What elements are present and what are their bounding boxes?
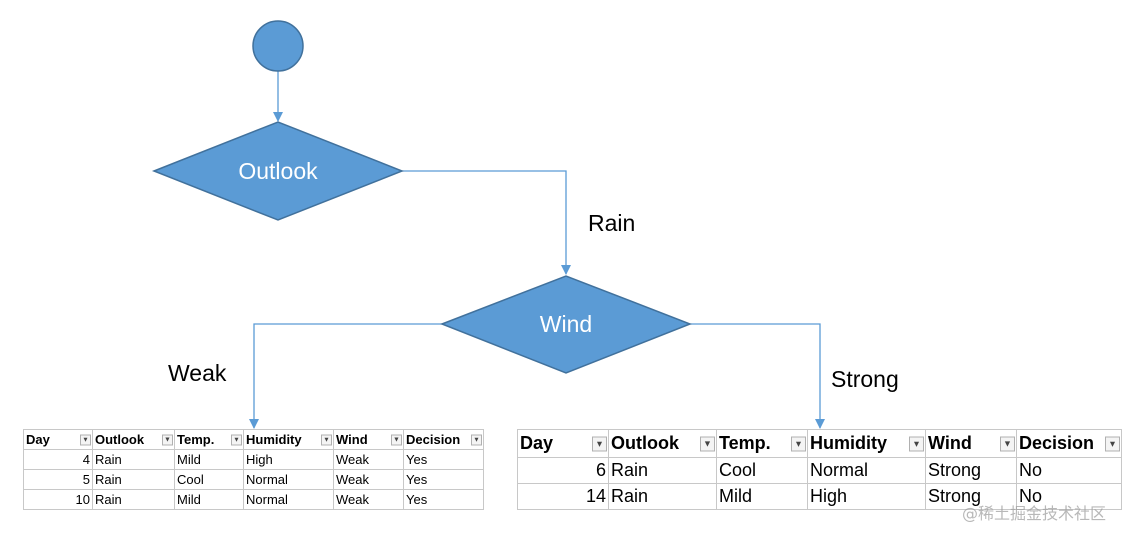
filter-dropdown-icon[interactable]: ▾ xyxy=(909,436,924,451)
column-header-label: Temp. xyxy=(719,433,771,453)
cell-decision: No xyxy=(1016,457,1122,484)
cell-humidity: High xyxy=(243,449,334,470)
filter-dropdown-icon[interactable]: ▾ xyxy=(321,434,332,445)
cell-temp: Mild xyxy=(174,449,244,470)
cell-humidity: Normal xyxy=(243,469,334,490)
cell-day: 6 xyxy=(517,457,609,484)
table-row: 14 Rain Mild High Strong No xyxy=(517,483,1122,510)
wind-decision-node xyxy=(439,275,693,374)
edge-outlook-to-wind xyxy=(402,170,571,275)
filter-applied-icon[interactable]: ▼ xyxy=(162,434,173,445)
column-header-humidity: Humidity ▾ xyxy=(243,429,334,450)
weak-wind-data-table: Day ▾ Outlook ▼ Temp. ▾ Humidity ▾ Wind ▼ Dec… xyxy=(23,429,484,510)
filter-dropdown-icon[interactable]: ▾ xyxy=(1105,436,1120,451)
cell-wind: Weak xyxy=(333,489,404,510)
cell-outlook: Rain xyxy=(92,449,175,470)
cell-decision: No xyxy=(1016,483,1122,510)
cell-wind: Weak xyxy=(333,469,404,490)
column-header-label: Outlook xyxy=(611,433,679,453)
column-header-outlook: Outlook ▼ xyxy=(608,429,717,458)
column-header-label: Humidity xyxy=(810,433,888,453)
cell-wind: Strong xyxy=(925,483,1017,510)
cell-wind: Weak xyxy=(333,449,404,470)
cell-temp: Mild xyxy=(174,489,244,510)
table-row: 5 Rain Cool Normal Weak Yes xyxy=(23,469,484,490)
filter-dropdown-icon[interactable]: ▾ xyxy=(231,434,242,445)
column-header-temp: Temp. ▾ xyxy=(174,429,244,450)
cell-decision: Yes xyxy=(403,469,484,490)
column-header-label: Humidity xyxy=(246,432,302,447)
column-header-label: Temp. xyxy=(177,432,215,447)
column-header-label: Wind xyxy=(928,433,972,453)
edge-label-weak: Weak xyxy=(168,360,227,386)
filter-dropdown-icon[interactable]: ▾ xyxy=(592,436,607,451)
column-header-label: Wind xyxy=(336,432,368,447)
outlook-node-label: Outlook xyxy=(238,158,318,184)
table-row: 6 Rain Cool Normal Strong No xyxy=(517,457,1122,484)
column-header-label: Day xyxy=(26,432,50,447)
cell-day: 5 xyxy=(23,469,93,490)
cell-outlook: Rain xyxy=(608,483,717,510)
column-header-wind: Wind ▼ xyxy=(925,429,1017,458)
outlook-decision-node xyxy=(151,121,405,221)
table-row: 4 Rain Mild High Weak Yes xyxy=(23,449,484,470)
column-header-temp: Temp. ▾ xyxy=(716,429,808,458)
column-header-decision: Decision ▾ xyxy=(403,429,484,450)
filter-dropdown-icon[interactable]: ▾ xyxy=(80,434,91,445)
filter-dropdown-icon[interactable]: ▾ xyxy=(471,434,482,445)
filter-applied-icon[interactable]: ▼ xyxy=(1000,436,1015,451)
cell-decision: Yes xyxy=(403,449,484,470)
edge-wind-to-strong xyxy=(690,323,825,429)
cell-day: 10 xyxy=(23,489,93,510)
edge-wind-to-weak xyxy=(249,323,442,429)
filter-applied-icon[interactable]: ▼ xyxy=(391,434,402,445)
column-header-label: Outlook xyxy=(95,432,145,447)
column-header-outlook: Outlook ▼ xyxy=(92,429,175,450)
cell-wind: Strong xyxy=(925,457,1017,484)
cell-humidity: Normal xyxy=(807,457,926,484)
edge-label-rain: Rain xyxy=(588,210,635,236)
column-header-label: Decision xyxy=(406,432,461,447)
cell-humidity: Normal xyxy=(243,489,334,510)
filter-dropdown-icon[interactable]: ▾ xyxy=(791,436,806,451)
column-header-humidity: Humidity ▾ xyxy=(807,429,926,458)
cell-outlook: Rain xyxy=(92,489,175,510)
table-header-row: Day ▾ Outlook ▼ Temp. ▾ Humidity ▾ Wind ▼ Dec… xyxy=(23,429,484,450)
column-header-day: Day ▾ xyxy=(23,429,93,450)
column-header-decision: Decision ▾ xyxy=(1016,429,1122,458)
strong-wind-data-table: Day ▾ Outlook ▼ Temp. ▾ Humidity ▾ Wind ▼ Dec… xyxy=(517,429,1122,510)
edge-label-strong: Strong xyxy=(831,366,899,392)
table-row: 10 Rain Mild Normal Weak Yes xyxy=(23,489,484,510)
wind-node-label: Wind xyxy=(540,311,592,337)
cell-humidity: High xyxy=(807,483,926,510)
table-header-row: Day ▾ Outlook ▼ Temp. ▾ Humidity ▾ Wind ▼ Dec… xyxy=(517,429,1122,458)
filter-applied-icon[interactable]: ▼ xyxy=(700,436,715,451)
watermark: @稀土掘金技术社区 xyxy=(962,504,1107,523)
cell-outlook: Rain xyxy=(92,469,175,490)
cell-day: 14 xyxy=(517,483,609,510)
start-node xyxy=(252,20,304,72)
cell-decision: Yes xyxy=(403,489,484,510)
cell-temp: Mild xyxy=(716,483,808,510)
column-header-day: Day ▾ xyxy=(517,429,609,458)
cell-temp: Cool xyxy=(716,457,808,484)
cell-outlook: Rain xyxy=(608,457,717,484)
column-header-label: Decision xyxy=(1019,433,1095,453)
cell-day: 4 xyxy=(23,449,93,470)
column-header-label: Day xyxy=(520,433,554,453)
column-header-wind: Wind ▼ xyxy=(333,429,404,450)
cell-temp: Cool xyxy=(174,469,244,490)
